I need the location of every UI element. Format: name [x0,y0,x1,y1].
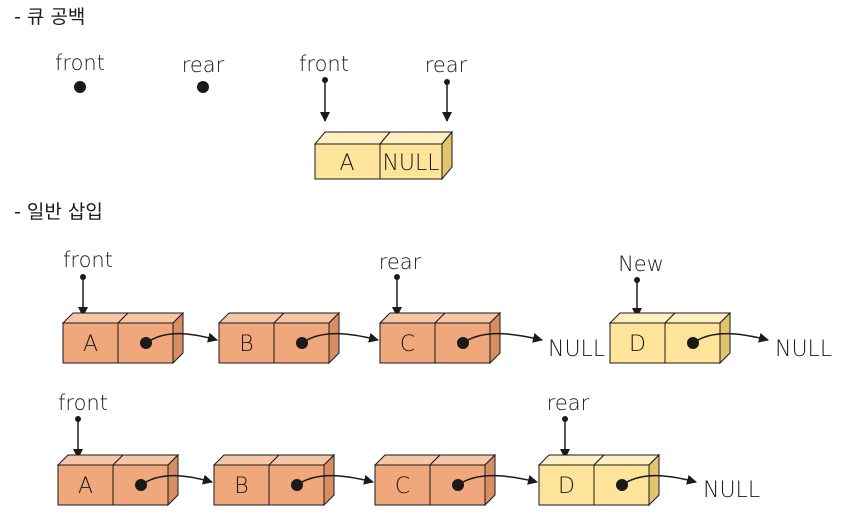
null-label: NULL [548,337,605,362]
node-data: A [78,474,93,499]
node-b: B [212,453,336,507]
new-pointer-label: New [618,252,664,276]
front-null-dot [74,81,86,93]
rear-pointer-label: rear [182,53,225,77]
heading-empty-queue: - 큐 공백 [14,6,85,28]
link-arrow [301,332,379,344]
node-d: D [537,453,661,507]
node-data: A [339,151,354,176]
queue-row-after: A B C D NULL [56,453,760,507]
rear-pointer-label: rear [379,250,422,274]
node-data: D [558,474,575,499]
rear-pointer-label: rear [425,53,468,77]
node-data: C [400,332,415,357]
link-arrow [296,474,374,486]
queue-row-before: A B C D NULL [61,311,832,365]
null-label: NULL [703,478,760,503]
node-data: A [83,332,98,357]
node-a: A NULL [313,130,454,181]
link-arrow [145,332,218,344]
node-c: C [373,453,497,507]
node-b: B [217,311,341,365]
node-data: B [234,474,248,499]
link-arrow [692,332,769,344]
heading-normal-insert: - 일반 삽입 [14,201,103,223]
link-arrow [621,474,697,486]
node-a: A [61,311,185,365]
rear-pointer-label: rear [547,391,590,415]
front-pointer-label: front [299,52,349,76]
node-c: C [378,311,502,365]
rear-null-dot [197,81,209,93]
node-link-null: NULL [382,151,439,176]
front-pointer-label: front [55,51,105,75]
link-arrow [462,332,543,344]
node-new-d: D [608,311,732,365]
node-data: B [239,332,253,357]
front-pointer-label: front [58,391,108,415]
link-arrow [457,474,538,486]
null-label: NULL [775,337,832,362]
front-pointer-label: front [63,248,113,272]
node-a: A [56,453,180,507]
node-data: D [629,332,646,357]
node-data: C [395,474,410,499]
link-arrow [140,474,213,486]
